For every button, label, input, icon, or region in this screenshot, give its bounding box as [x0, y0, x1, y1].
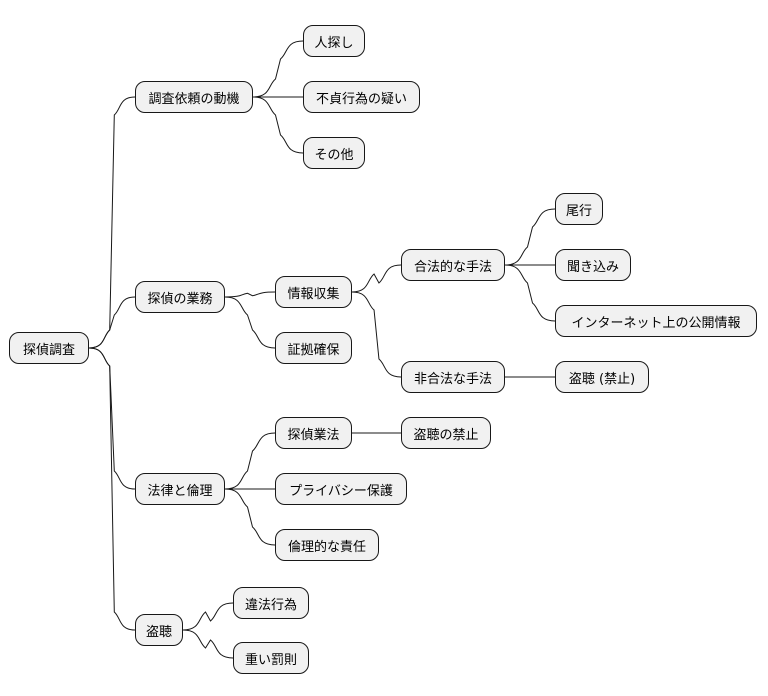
edge-node-info-gathering-to-node-illegal-methods: [351, 291, 402, 378]
edge-node-wiretap-to-node-illegal-act: [182, 602, 234, 631]
node-privacy: プライバシー保護: [275, 473, 407, 505]
edge-node-motive-to-node-motive-other: [252, 96, 304, 154]
node-illegal-methods: 非合法な手法: [401, 361, 505, 393]
node-interview: 聞き込み: [555, 249, 631, 281]
edge-node-work-to-node-info-gathering: [224, 291, 276, 298]
edge-node-work-to-node-evidence: [224, 296, 276, 349]
node-evidence: 証拠確保: [275, 332, 352, 364]
node-wiretap-prohibition: 盗聴の禁止: [401, 417, 491, 449]
edge-node-info-gathering-to-node-legal-methods: [351, 264, 402, 293]
edge-node-motive-to-node-motive-search: [252, 40, 304, 98]
edge-node-wiretap-to-node-heavy-penalty: [182, 629, 234, 659]
edge-root-node-to-node-wiretap: [88, 347, 136, 631]
node-law-ethics: 法律と倫理: [135, 473, 225, 505]
node-motive-other: その他: [303, 137, 365, 169]
node-internet-info: インターネット上の公開情報: [555, 305, 757, 337]
node-motive: 調査依頼の動機: [135, 81, 253, 113]
edge-root-node-to-node-work: [88, 296, 136, 349]
node-detective-act: 探偵業法: [275, 417, 352, 449]
node-wiretap: 盗聴: [135, 614, 183, 646]
node-legal-methods: 合法的な手法: [401, 249, 505, 281]
root-node: 探偵調査: [9, 332, 89, 364]
edge-node-law-ethics-to-node-detective-act: [224, 432, 276, 490]
node-heavy-penalty: 重い罰則: [233, 642, 309, 674]
edge-node-legal-methods-to-node-tailing: [504, 208, 556, 266]
node-ethics: 倫理的な責任: [275, 529, 379, 561]
node-work: 探偵の業務: [135, 281, 225, 313]
node-illegal-act: 違法行為: [233, 587, 309, 619]
node-motive-search: 人探し: [303, 25, 365, 57]
edge-node-legal-methods-to-node-internet-info: [504, 264, 556, 322]
node-motive-adultery: 不貞行為の疑い: [303, 81, 420, 113]
node-wiretap-banned: 盗聴 (禁止): [555, 361, 649, 393]
node-tailing: 尾行: [555, 193, 603, 225]
node-info-gathering: 情報収集: [275, 276, 352, 308]
edge-node-law-ethics-to-node-ethics: [224, 488, 276, 546]
edge-root-node-to-node-motive: [88, 96, 136, 349]
